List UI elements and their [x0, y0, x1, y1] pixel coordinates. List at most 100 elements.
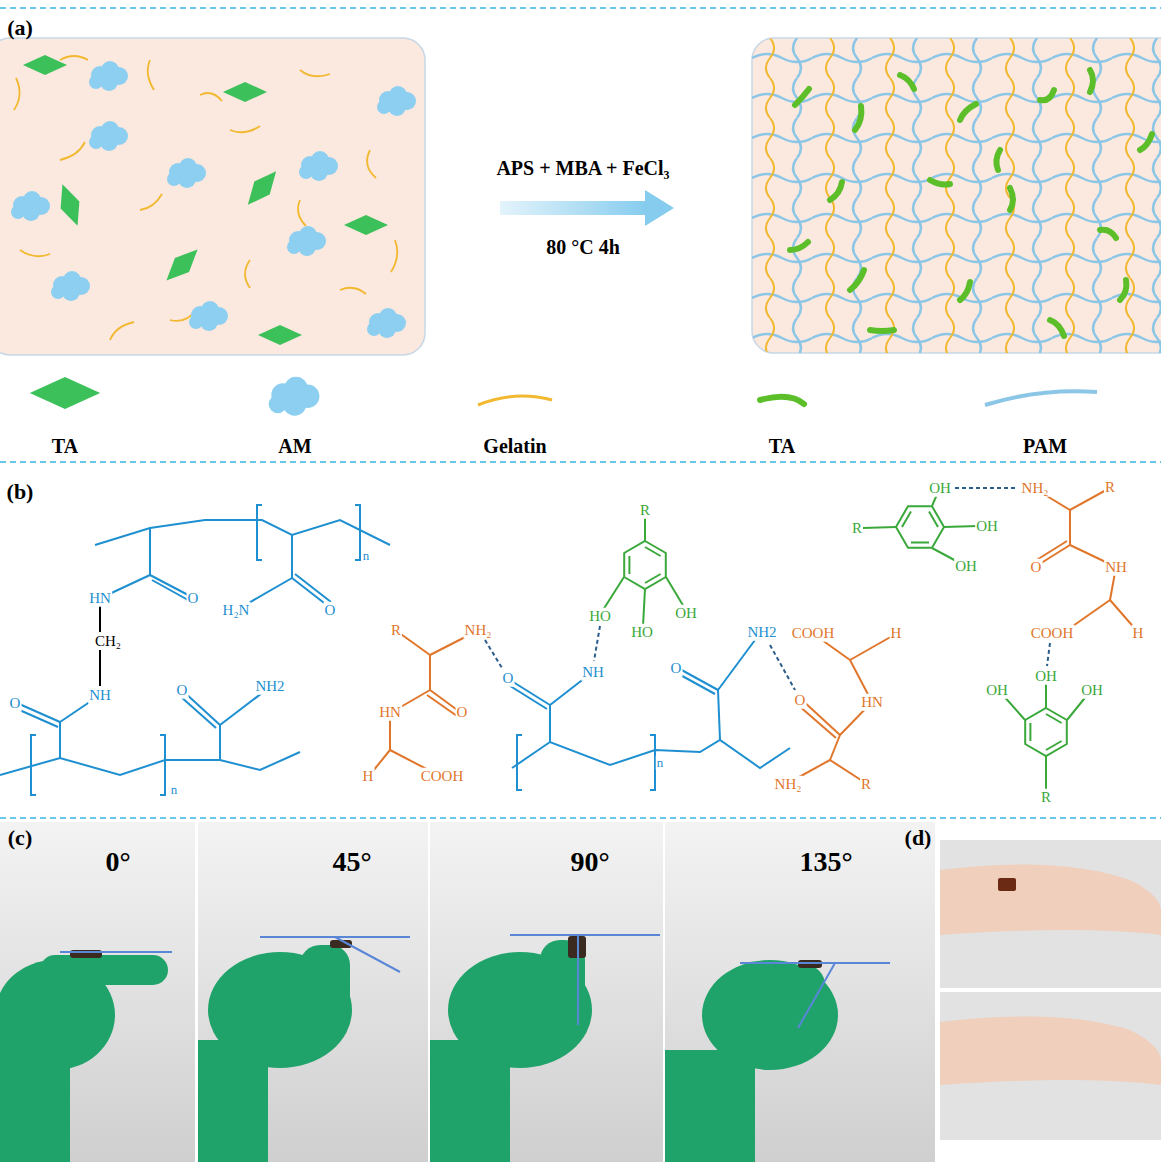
atom-label: HN	[88, 590, 112, 607]
tannic-acid-structure	[890, 496, 950, 558]
pam-structure	[257, 505, 262, 560]
hydrogel-network-box	[996, 150, 1000, 170]
precursor-box	[287, 226, 326, 256]
tannic-acid-structure	[603, 577, 624, 610]
hydrogel-network-box	[1040, 90, 1054, 100]
repeat-subscript: n	[170, 783, 179, 797]
bending-photo	[0, 940, 838, 1162]
hydrogel-network-box	[1050, 320, 1064, 336]
hydrogel-network-box	[870, 330, 894, 331]
hydrogel-network-box	[960, 282, 970, 300]
pam-structure	[150, 575, 190, 596]
bending-photo	[300, 945, 350, 1025]
bending-photo	[60, 951, 172, 953]
atom-label: HO	[630, 624, 654, 641]
hydrogel-network-box	[752, 38, 1161, 353]
skin-photo	[940, 864, 1161, 935]
atom-label: COOH	[420, 768, 465, 785]
skin-photo	[940, 840, 1161, 988]
precursor-box	[245, 260, 250, 288]
atom-label: R	[851, 520, 863, 537]
atom-label: R	[1040, 789, 1052, 806]
precursor-box	[300, 70, 330, 76]
precursor-box	[223, 82, 267, 102]
tannic-acid-structure	[643, 589, 645, 626]
pam-structure	[549, 705, 551, 742]
legend-sample	[30, 377, 100, 409]
atom-label: O	[456, 704, 469, 721]
precursor-box	[89, 61, 128, 91]
angle-label: 135°	[799, 847, 852, 878]
reaction-arrow	[500, 201, 646, 215]
skin-photo	[940, 1017, 1161, 1085]
hydrogel-network-box	[900, 75, 914, 89]
precursor-box	[189, 301, 228, 331]
gelatin-structure	[427, 695, 457, 716]
reaction-arrow	[645, 190, 674, 226]
hydrogen-bond	[770, 645, 795, 690]
tannic-acid-structure	[890, 496, 950, 558]
precursor-box	[0, 38, 425, 355]
atom-label: HN	[860, 694, 884, 711]
hydrogel-network-box	[752, 38, 1161, 353]
tannic-acid-structure	[624, 541, 666, 589]
atom-label: O	[324, 602, 337, 619]
reaction-condition: APS + MBA + FeCl₃	[496, 157, 669, 179]
atom-label: H	[362, 768, 375, 785]
precursor-box	[159, 242, 204, 287]
precursor-box	[258, 325, 302, 345]
precursor-box	[20, 250, 50, 256]
gelatin-structure	[398, 632, 430, 655]
atom-label: OH	[954, 558, 978, 575]
tannic-acid-structure	[862, 527, 896, 528]
tannic-acid-structure	[666, 577, 684, 607]
atom-label: H₂N	[222, 602, 251, 619]
atom-label: CH₂	[94, 633, 122, 650]
hydrogel-network-box	[790, 242, 808, 250]
tannic-acid-structure	[944, 526, 978, 527]
legend-text: AM	[278, 435, 311, 457]
bending-photo	[702, 960, 838, 1070]
atom-label: O	[670, 660, 683, 677]
hydrogel-network-box	[1100, 230, 1116, 238]
hydrogel-network-box	[855, 106, 861, 130]
gelatin-structure	[1070, 489, 1108, 510]
gelatin-structure	[830, 760, 864, 782]
legend-sample	[30, 377, 1097, 416]
bending-photo	[665, 1050, 755, 1162]
atom-label: R	[1104, 479, 1116, 496]
legend-sample	[478, 396, 552, 405]
atom-label: NH₂	[774, 776, 803, 793]
panel-divider	[0, 7, 1161, 9]
pam-structure	[678, 668, 718, 690]
hydrogel-network-box	[1140, 134, 1152, 150]
pam-structure	[0, 505, 790, 795]
precursor-box	[230, 126, 260, 132]
bending-photo	[740, 962, 890, 964]
panel-label: (b)	[7, 480, 34, 504]
panel-label: (d)	[905, 826, 932, 850]
precursor-box	[240, 165, 284, 212]
hydrogel-network-box	[830, 182, 842, 200]
angle-label: 0°	[105, 847, 130, 878]
hydrogen-bond	[955, 487, 1018, 489]
bending-photo	[70, 936, 822, 968]
legend-sample	[985, 391, 1097, 405]
pam-structure	[291, 535, 293, 578]
pam-structure	[149, 528, 151, 575]
atom-label: OH	[928, 480, 952, 497]
atom-label: NH	[1104, 559, 1128, 576]
precursor-box	[14, 56, 397, 340]
legend-sample	[760, 397, 804, 404]
hydrogel-network-box	[960, 104, 976, 120]
atom-label: NH₂	[1021, 480, 1050, 497]
pam-structure	[184, 692, 220, 725]
precursor-box	[377, 86, 416, 116]
skin-photo	[940, 992, 1161, 1140]
precursor-box	[340, 288, 366, 294]
hydrogen-bond	[594, 626, 600, 661]
pam-structure	[507, 684, 547, 709]
atom-label: OH	[985, 682, 1009, 699]
pam-structure	[355, 505, 360, 560]
legend-text: PAM	[1023, 435, 1067, 457]
